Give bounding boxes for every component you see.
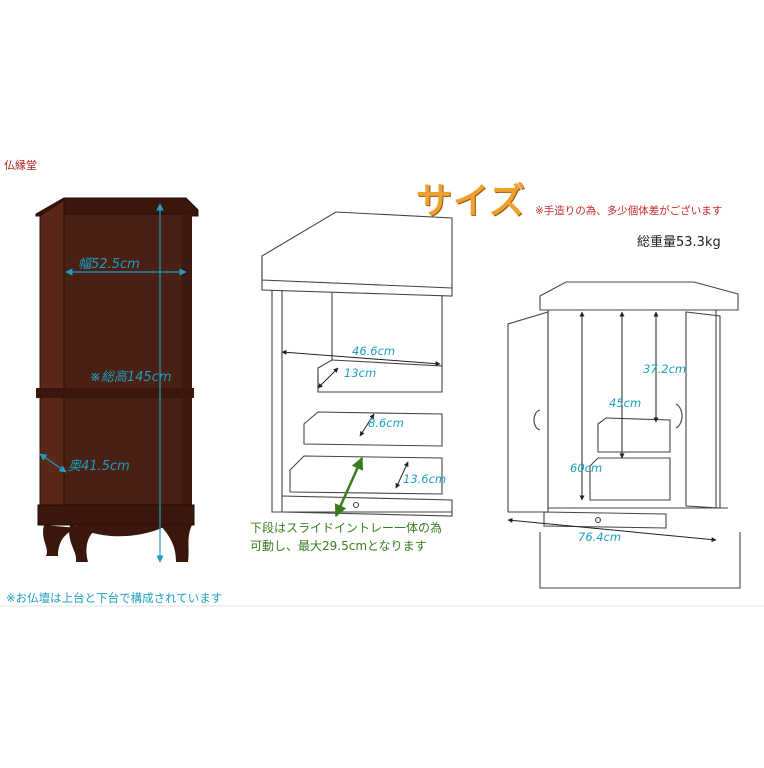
slide-note-line1: 下段はスライドイントレー一体の為 xyxy=(250,521,443,535)
h3-label: 60cm xyxy=(570,461,603,475)
page-title: サイズ xyxy=(416,181,526,222)
inner-width-label: 46.6cm xyxy=(352,344,396,358)
cabinet-skirt xyxy=(76,525,168,537)
step2-label: 8.6cm xyxy=(368,416,404,430)
slide-arrow xyxy=(334,456,364,518)
cabinet-right-molding xyxy=(182,214,192,520)
cabinet-side xyxy=(39,199,65,521)
h2-label: 45cm xyxy=(609,396,642,410)
h1-label: 37.2cm xyxy=(643,362,687,376)
height-label: ※総高145cm xyxy=(90,370,172,385)
inner-width-arrow xyxy=(281,349,441,367)
footnote: ※お仏壇は上台と下台で構成されています xyxy=(6,591,223,605)
step1-arrow xyxy=(317,367,339,389)
open-cabinet-drawing xyxy=(507,281,741,589)
open-width-arrow xyxy=(507,517,717,543)
slide-note-line2: 可動し、最大29.5cmとなります xyxy=(250,539,427,553)
width-label: 幅52.5cm xyxy=(78,257,140,272)
depth-arrow xyxy=(39,453,67,473)
open-width-label: 76.4cm xyxy=(578,530,622,544)
cabinet-base xyxy=(37,504,195,526)
cabinet-leg-left xyxy=(43,525,78,556)
step3-arrow xyxy=(395,461,409,489)
step3-label: 13.6cm xyxy=(403,472,447,486)
cabinet-leg-mid xyxy=(69,525,98,562)
cabinet-mid-band xyxy=(36,388,194,398)
total-weight: 総重量53.3kg xyxy=(637,235,721,250)
brand-name: 仏縁堂 xyxy=(4,159,37,172)
interior-drawing xyxy=(261,211,453,517)
depth-label: 奥41.5cm xyxy=(68,459,130,474)
handmade-note: ※手造りの為、多少個体差がございます xyxy=(535,205,723,217)
cabinet-leg-right xyxy=(160,525,192,562)
step1-label: 13cm xyxy=(344,366,377,380)
step2-arrow xyxy=(359,413,375,437)
